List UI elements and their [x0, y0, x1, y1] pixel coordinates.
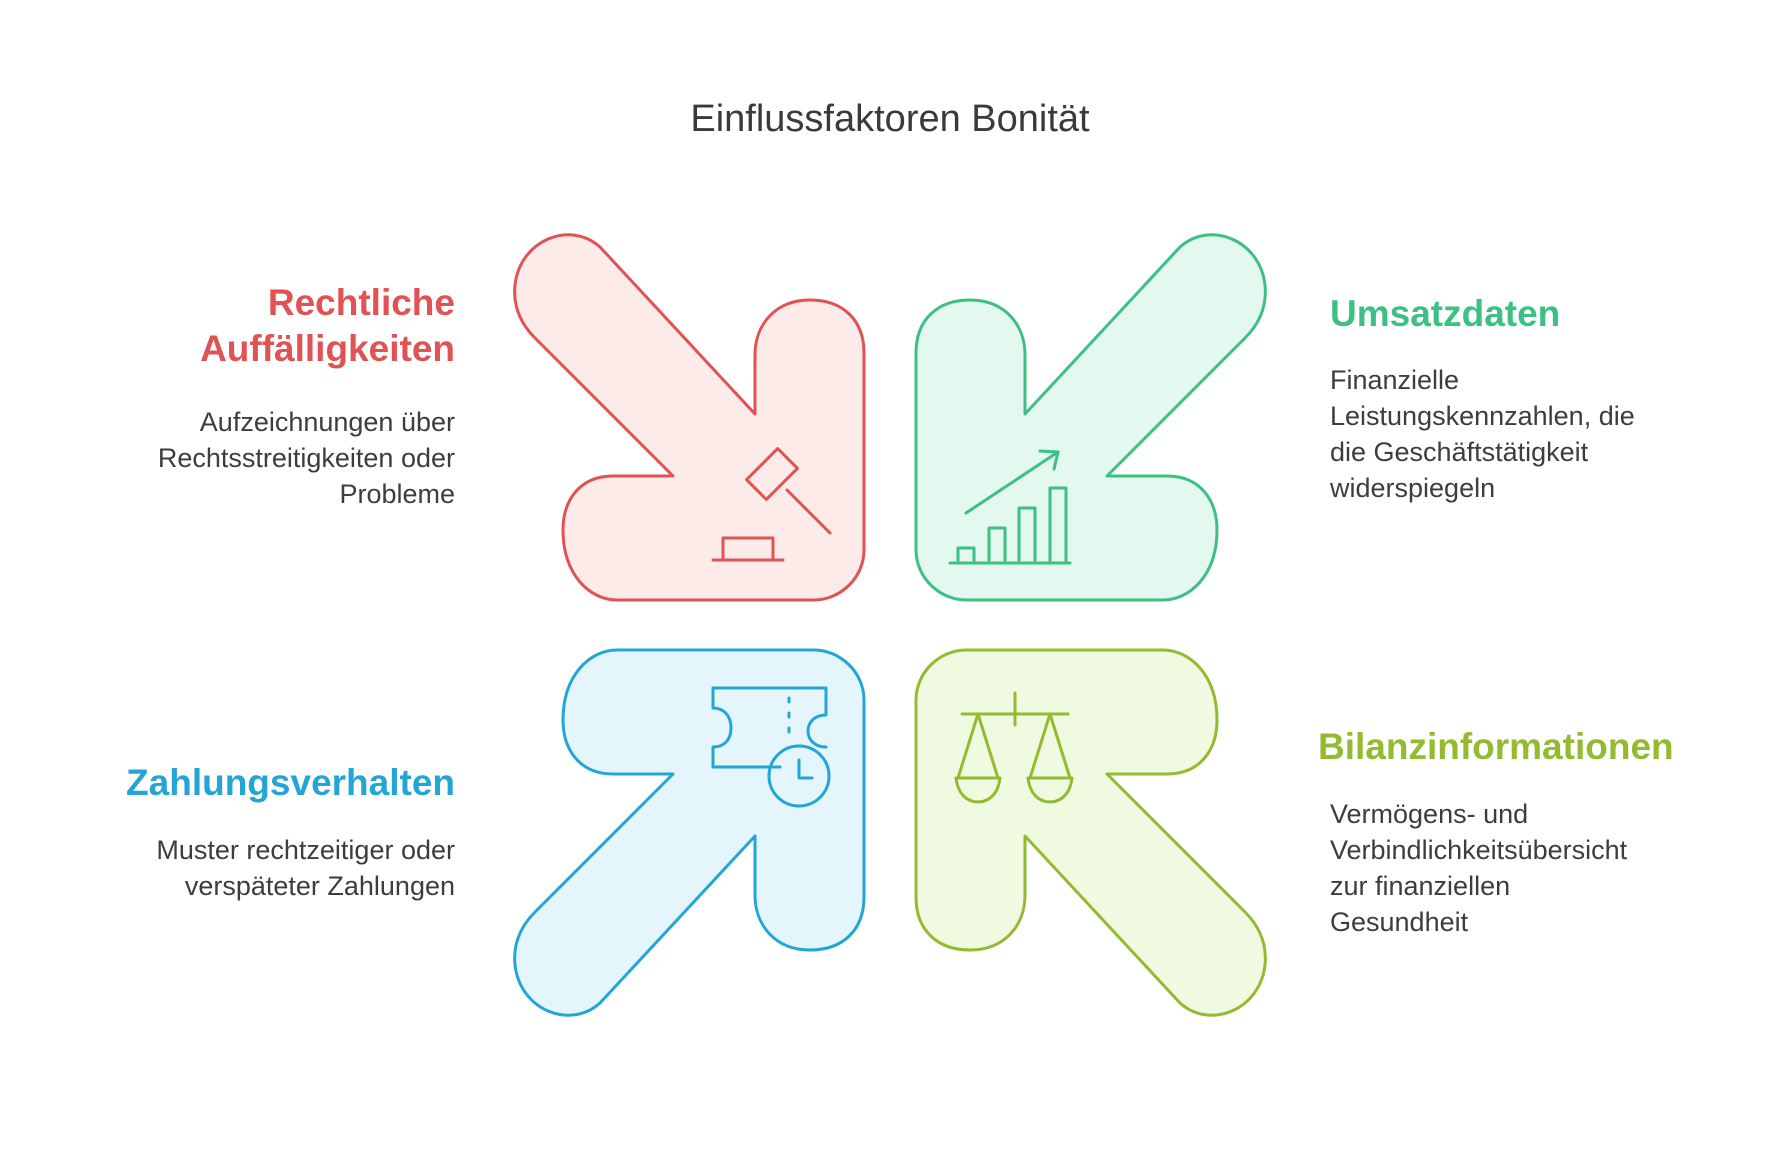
legal-title-line: Rechtliche: [267, 282, 455, 323]
balance-desc-line: Verbindlichkeitsübersicht: [1330, 835, 1628, 865]
balance-title-line: Bilanzinformationen: [1318, 726, 1674, 767]
balance-desc-line: zur finanziellen: [1330, 871, 1511, 901]
revenue-title: Umsatzdaten: [1330, 291, 1560, 337]
legal-desc-line: Aufzeichnungen über: [199, 407, 455, 437]
payment-description: Muster rechtzeitiger oder verspäteter Za…: [156, 832, 455, 904]
payment-title-line: Zahlungsverhalten: [126, 762, 455, 803]
arrow-revenue: [914, 233, 1267, 602]
payment-desc-line: Muster rechtzeitiger oder: [156, 835, 455, 865]
revenue-desc-line: die Geschäftstätigkeit: [1330, 437, 1589, 467]
balance-title: Bilanzinformationen: [1318, 724, 1674, 770]
balance-desc-line: Vermögens- und: [1330, 799, 1529, 829]
payment-desc-line: verspäteter Zahlungen: [184, 871, 455, 901]
balance-desc-line: Gesundheit: [1330, 907, 1469, 937]
arrow-payment-shape: [513, 648, 866, 1017]
page-title: Einflussfaktoren Bonität: [690, 98, 1090, 140]
arrow-balance-shape: [914, 648, 1267, 1017]
revenue-desc-line: widerspiegeln: [1330, 473, 1496, 503]
ticket-clock-icon: [711, 686, 831, 808]
legal-desc-line: Rechtsstreitigkeiten oder: [157, 443, 455, 473]
legal-description: Aufzeichnungen über Rechtsstreitigkeiten…: [158, 404, 455, 512]
revenue-description: Finanzielle Leistungskennzahlen, die die…: [1330, 362, 1635, 506]
balance-scale-icon: [954, 691, 1074, 804]
arrow-balance: [914, 648, 1267, 1017]
legal-title: Rechtliche Auffälligkeiten: [200, 280, 455, 372]
arrow-legal-shape: [513, 233, 866, 602]
arrow-revenue-shape: [914, 233, 1267, 602]
payment-title: Zahlungsverhalten: [126, 760, 455, 806]
arrow-legal: [513, 233, 866, 602]
revenue-desc-line: Finanzielle: [1330, 365, 1460, 395]
legal-title-line: Auffälligkeiten: [200, 328, 455, 369]
arrow-payment: [513, 648, 866, 1017]
legal-desc-line: Probleme: [339, 479, 455, 509]
growth-chart-icon: [948, 449, 1072, 565]
balance-description: Vermögens- und Verbindlichkeitsübersicht…: [1330, 796, 1627, 940]
revenue-title-line: Umsatzdaten: [1330, 293, 1561, 334]
revenue-desc-line: Leistungskennzahlen, die: [1330, 401, 1635, 431]
gavel-icon: [711, 447, 832, 562]
